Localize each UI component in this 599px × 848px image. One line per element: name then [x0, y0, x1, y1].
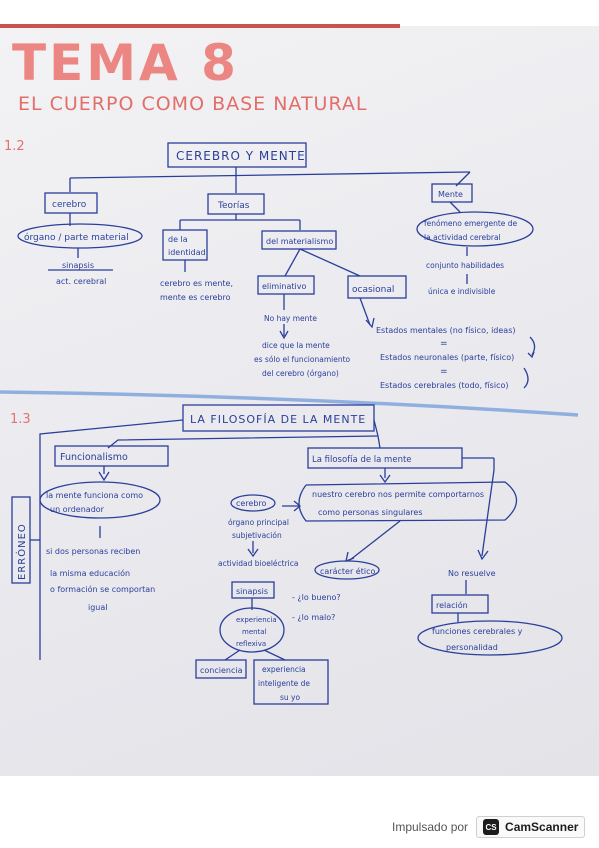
- no-resuelve: No resuelve: [448, 569, 496, 578]
- funciones-line-1: funciones cerebrales y: [432, 627, 523, 636]
- section2-number: 1.3: [10, 412, 31, 427]
- section2-root: LA FILOSOFÍA DE LA MENTE: [190, 413, 366, 426]
- organo-principal-2: subjetivación: [232, 531, 282, 540]
- page-edge-strip: [0, 24, 400, 28]
- tema-subtitle: EL CUERPO COMO BASE NATURAL: [18, 93, 367, 115]
- ocasional-node: ocasional: [352, 285, 394, 295]
- exp-intel-1: experiencia: [262, 665, 306, 674]
- conciencia-node: conciencia: [200, 666, 243, 675]
- si-dos-line-3: o formación se comportan: [50, 584, 155, 594]
- dice-line-3: del cerebro (órgano): [262, 369, 339, 378]
- funciones-line-2: personalidad: [446, 643, 498, 652]
- bueno-question: - ¿lo bueno?: [292, 593, 341, 602]
- exp-intel-3: su yo: [280, 693, 300, 702]
- identidad-line-2: identidad: [168, 248, 206, 257]
- act-cerebral-note: act. cerebral: [56, 277, 106, 286]
- mente-node: Mente: [438, 190, 463, 199]
- fenomeno-line-2: la actividad cerebral: [424, 233, 501, 242]
- section1-root: CEREBRO Y MENTE: [176, 149, 306, 163]
- si-dos-line-1: si dos personas reciben: [46, 547, 140, 556]
- erroneo-label: ERRÓNEO: [15, 523, 28, 580]
- section1-number: 1.2: [4, 139, 25, 154]
- dice-line-2: es sólo el funcionamiento: [254, 355, 351, 364]
- si-dos-line-2: la misma educación: [50, 568, 130, 578]
- cerebro-es-mente-2: mente es cerebro: [160, 293, 231, 302]
- sinapsis2-node: sinapsis: [236, 587, 268, 596]
- ordenador-line-1: la mente funciona como: [46, 491, 143, 500]
- camscanner-brand: CamScanner: [505, 820, 579, 834]
- dice-line-1: dice que la mente: [262, 341, 330, 350]
- no-hay-mente: No hay mente: [264, 314, 317, 323]
- estados-mentales: Estados mentales (no físico, ideas): [376, 326, 515, 335]
- fenomeno-line-1: fenómeno emergente de: [424, 219, 518, 228]
- nuestro-cerebro-1: nuestro cerebro nos permite comportarnos: [312, 490, 484, 499]
- camscanner-watermark: Impulsado por CS CamScanner: [392, 816, 586, 838]
- equals-2: =: [440, 367, 448, 377]
- exp-mental-3: reflexiva: [236, 640, 266, 648]
- organo-principal-1: órgano principal: [228, 518, 289, 527]
- conjunto-habilidades: conjunto habilidades: [426, 261, 504, 270]
- exp-intel-2: inteligente de: [258, 679, 310, 688]
- camscanner-logo-icon: CS: [483, 819, 500, 835]
- unica-indivisible: única e indivisible: [428, 287, 496, 296]
- cerebro2-node: cerebro: [236, 499, 267, 508]
- camscanner-badge: CS CamScanner: [476, 816, 586, 838]
- organo-node: órgano / parte material: [24, 232, 129, 243]
- exp-mental-2: mental: [242, 628, 267, 636]
- actividad-bioelectrica: actividad bioeléctrica: [218, 559, 298, 568]
- materialismo-node: del materialismo: [266, 237, 333, 246]
- identidad-line-1: de la: [168, 235, 188, 244]
- eliminativo-node: eliminativo: [262, 282, 306, 291]
- filosofia-mente-node: La filosofía de la mente: [312, 455, 412, 465]
- caracter-etico-node: carácter ético: [320, 566, 375, 576]
- section-divider: [0, 390, 579, 417]
- si-dos-line-4: igual: [88, 603, 108, 612]
- impulsado-label: Impulsado por: [392, 820, 469, 834]
- funcionalismo-node: Funcionalismo: [60, 452, 128, 463]
- section2-connectors: [11, 404, 563, 705]
- cerebro-node: cerebro: [52, 200, 87, 210]
- relacion-node: relación: [436, 600, 468, 610]
- estados-cerebrales: Estados cerebrales (todo, físico): [380, 381, 508, 390]
- ordenador-line-2: un ordenador: [50, 505, 105, 514]
- teorias-node: Teorías: [217, 201, 250, 211]
- section1-connectors: [17, 142, 536, 389]
- cerebro-es-mente-1: cerebro es mente,: [160, 279, 233, 288]
- estados-neuronales: Estados neuronales (parte, físico): [380, 353, 514, 362]
- equals-1: =: [440, 339, 448, 349]
- malo-question: - ¿lo malo?: [292, 613, 335, 622]
- tema-title: TEMA 8: [12, 34, 239, 92]
- sinapsis-note: sinapsis: [62, 261, 94, 270]
- exp-mental-1: experiencia: [236, 616, 277, 624]
- nuestro-cerebro-2: como personas singulares: [318, 508, 423, 517]
